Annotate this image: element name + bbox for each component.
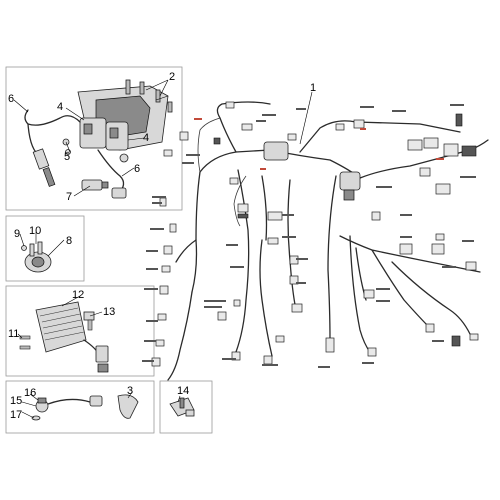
callout-15: 15 [10, 395, 22, 407]
part-14-group [169, 397, 195, 417]
ignition-coil-group [24, 79, 173, 199]
callout-7: 7 [66, 191, 72, 203]
harness-labels [142, 104, 476, 368]
horn-group [21, 241, 52, 273]
callout-9: 9 [14, 228, 20, 240]
callout-4a: 4 [57, 101, 63, 113]
panel-regulator [5, 285, 155, 377]
callout-1: 1 [310, 82, 316, 94]
callout-14: 14 [177, 385, 189, 397]
harness-tags [194, 118, 444, 170]
callout-6a: 6 [8, 93, 14, 105]
sensor-group [31, 394, 139, 421]
panel-sensor [5, 380, 155, 434]
panel-part-14 [159, 380, 213, 434]
callout-2: 2 [169, 71, 175, 83]
callout-3: 3 [127, 385, 133, 397]
regulator-group [19, 301, 109, 373]
panel-horn [5, 215, 85, 282]
callout-8: 8 [66, 235, 72, 247]
callout-12: 12 [72, 289, 84, 301]
callout-numbers: 1 2 4 4 5 6 6 7 8 9 10 11 12 13 14 15 16… [8, 71, 316, 421]
callout-10: 10 [29, 225, 41, 237]
callout-6b: 6 [134, 163, 140, 175]
leader-lines [13, 79, 313, 419]
callout-11: 11 [8, 328, 19, 340]
callout-16: 16 [24, 387, 36, 399]
callout-17: 17 [10, 409, 22, 421]
harness-connectors [151, 101, 479, 367]
callout-5: 5 [64, 151, 70, 163]
callout-4b: 4 [143, 132, 149, 144]
callout-13: 13 [103, 306, 115, 318]
